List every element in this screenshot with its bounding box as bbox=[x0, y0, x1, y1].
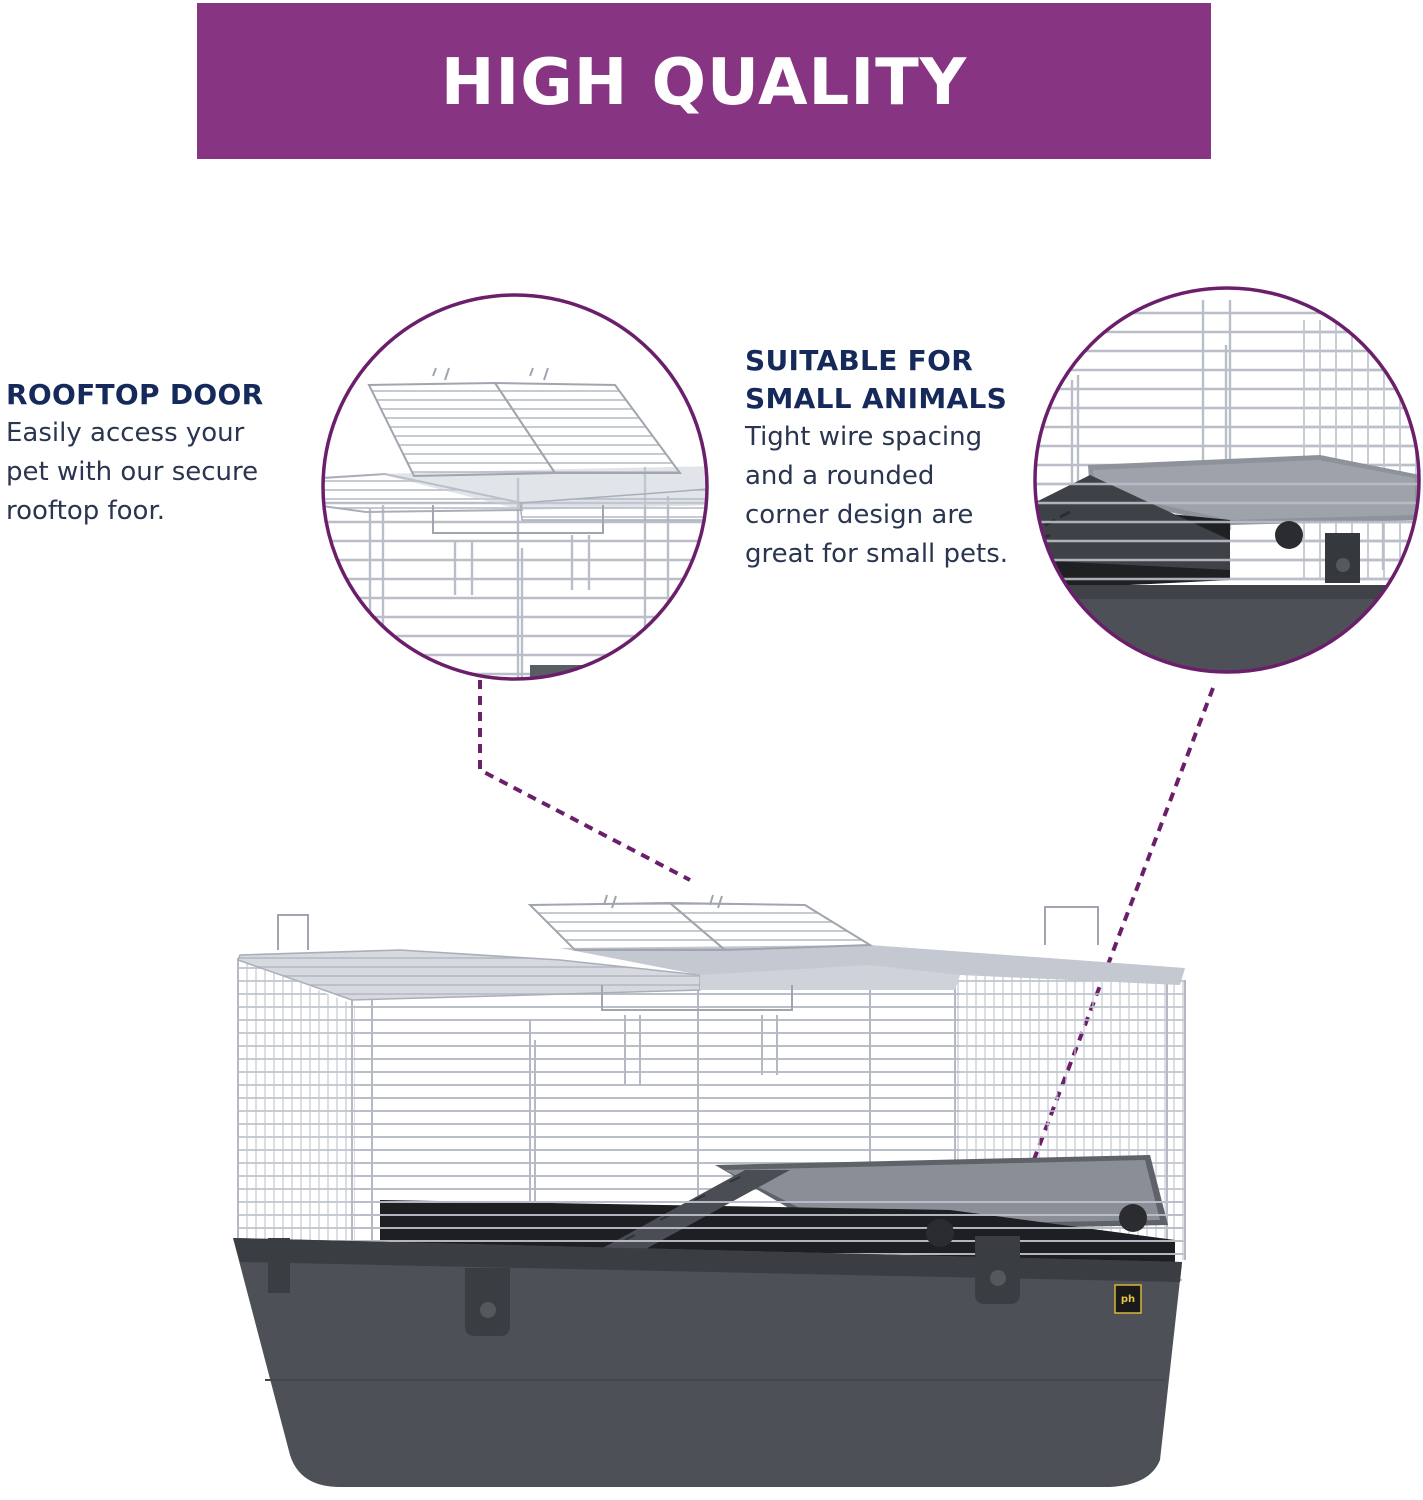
feature-rooftop-door: ROOFTOP DOOR Easily access your pet with… bbox=[6, 376, 306, 531]
callout-circle-small-animals bbox=[1035, 288, 1419, 672]
feature-body-line: Tight wire spacing bbox=[745, 422, 983, 452]
feature-small-animals: SUITABLE FOR SMALL ANIMALS Tight wire sp… bbox=[745, 342, 1035, 574]
callout-ring-right bbox=[1033, 286, 1421, 674]
feature-body-line: pet with our secure bbox=[6, 457, 259, 487]
banner-title: HIGH QUALITY bbox=[440, 46, 968, 120]
callout-ring-left bbox=[321, 293, 709, 681]
feature-body-line: great for small pets. bbox=[745, 539, 1009, 569]
feature-heading: SUITABLE FOR bbox=[745, 344, 974, 377]
header-banner: HIGH QUALITY bbox=[197, 3, 1211, 159]
cage-main: ph bbox=[233, 894, 1186, 1487]
feature-body-line: rooftop foor. bbox=[6, 496, 166, 526]
connector-line-left bbox=[478, 680, 691, 882]
svg-text:ph: ph bbox=[1121, 1294, 1135, 1305]
connector-line-right bbox=[1028, 687, 1215, 1171]
brand-logo: ph bbox=[1114, 1284, 1142, 1314]
feature-body-line: Easily access your bbox=[6, 418, 245, 448]
feature-body-line: corner design are bbox=[745, 500, 974, 530]
feature-heading: ROOFTOP DOOR bbox=[6, 378, 264, 411]
feature-body-line: and a rounded bbox=[745, 461, 935, 491]
feature-heading: SMALL ANIMALS bbox=[745, 382, 1008, 415]
callout-circle-rooftop-door bbox=[323, 295, 707, 679]
